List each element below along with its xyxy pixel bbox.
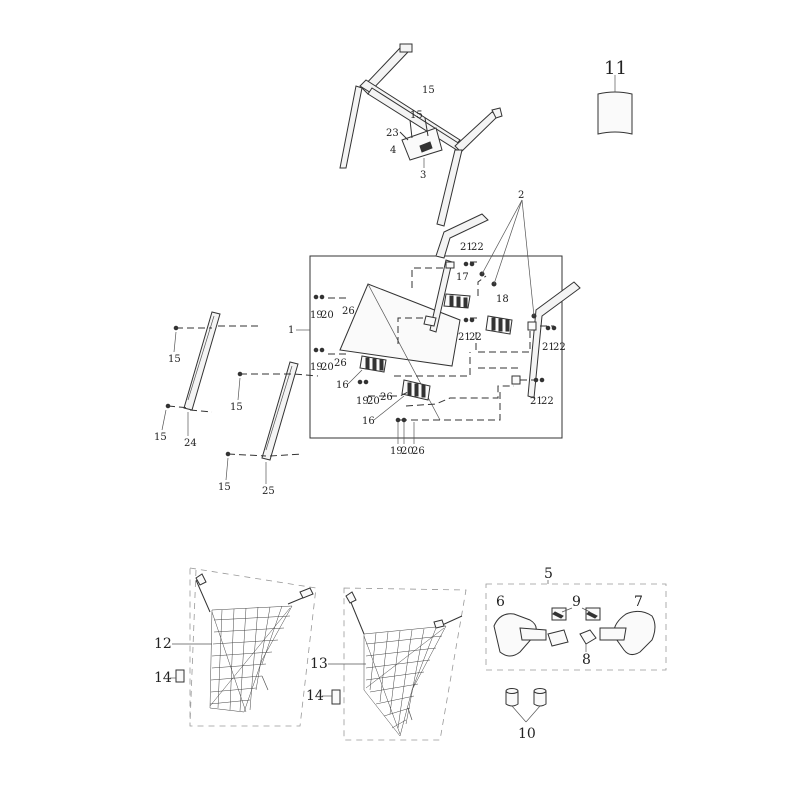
- callout-5: 5: [544, 566, 553, 582]
- side-rail-25: [225, 361, 319, 461]
- side-rail-24: [165, 311, 262, 413]
- callout-15-top-b: 15: [422, 85, 435, 96]
- callout-19-d: 19: [390, 446, 403, 457]
- callout-20-a: 20: [321, 310, 334, 321]
- callout-10: 10: [518, 726, 536, 742]
- callout-16-a: 16: [336, 380, 349, 391]
- callout-18: 18: [496, 294, 509, 305]
- callout-1: 1: [288, 325, 294, 336]
- callout-26-b: 26: [334, 358, 347, 369]
- callout-2: 2: [518, 190, 524, 201]
- fasteners: [313, 261, 557, 423]
- part-8-clip: [547, 629, 597, 647]
- bracket-group: [359, 261, 537, 401]
- part-11-label-sticker: [597, 75, 633, 135]
- callout-22-d: 22: [541, 396, 554, 407]
- callout-20-c: 20: [367, 396, 380, 407]
- callout-26-d: 26: [412, 446, 425, 457]
- callout-19-b: 19: [310, 362, 323, 373]
- callout-16-b: 16: [362, 416, 375, 427]
- panel-part-1: [339, 283, 461, 367]
- callout-26-c: 26: [380, 392, 393, 403]
- callout-22-c: 22: [553, 342, 566, 353]
- callout-25: 25: [262, 486, 275, 497]
- roll-cage-top: [339, 43, 503, 227]
- callout-21-c: 21: [542, 342, 555, 353]
- callout-15-c: 15: [154, 432, 167, 443]
- callout-11: 11: [604, 58, 627, 79]
- callout-4: 4: [390, 145, 396, 156]
- callout-7: 7: [634, 594, 643, 610]
- callout-23: 23: [386, 128, 399, 139]
- callout-9: 9: [572, 594, 581, 610]
- part-9-clip-b: [585, 607, 601, 621]
- callout-12: 12: [154, 636, 172, 652]
- callout-26-a: 26: [342, 306, 355, 317]
- callout-20-b: 20: [321, 362, 334, 373]
- callout-21-d: 21: [530, 396, 543, 407]
- callout-21-b: 21: [458, 332, 471, 343]
- callout-14-a: 14: [154, 670, 172, 686]
- callout-15-d: 15: [218, 482, 231, 493]
- callout-19-c: 19: [356, 396, 369, 407]
- callout-21-a: 21: [460, 242, 473, 253]
- callout-22-b: 22: [469, 332, 482, 343]
- callout-19-a: 19: [310, 310, 323, 321]
- callout-13: 13: [310, 656, 328, 672]
- safety-net-12: [175, 567, 317, 727]
- callout-17: 17: [456, 272, 469, 283]
- callout-15-b: 15: [230, 402, 243, 413]
- part-10-caps: [505, 688, 547, 723]
- part-7-shell-right: [599, 610, 656, 656]
- part-9-clip-a: [551, 607, 567, 621]
- callout-22-a: 22: [471, 242, 484, 253]
- callout-14-b: 14: [306, 688, 324, 704]
- callout-15-top-a: 15: [410, 110, 423, 121]
- callout-2-leaders: [481, 199, 535, 317]
- part-6-shell-left: [493, 613, 547, 657]
- routing-lines: [328, 261, 554, 421]
- callout-6: 6: [496, 594, 505, 610]
- callout-24: 24: [184, 438, 197, 449]
- callout-8: 8: [582, 652, 591, 668]
- safety-net-13: [331, 587, 467, 741]
- assembly-5-boundary: [485, 583, 667, 671]
- callout-15-a: 15: [168, 354, 181, 365]
- callout-3: 3: [420, 170, 426, 181]
- callout-20-d: 20: [401, 446, 414, 457]
